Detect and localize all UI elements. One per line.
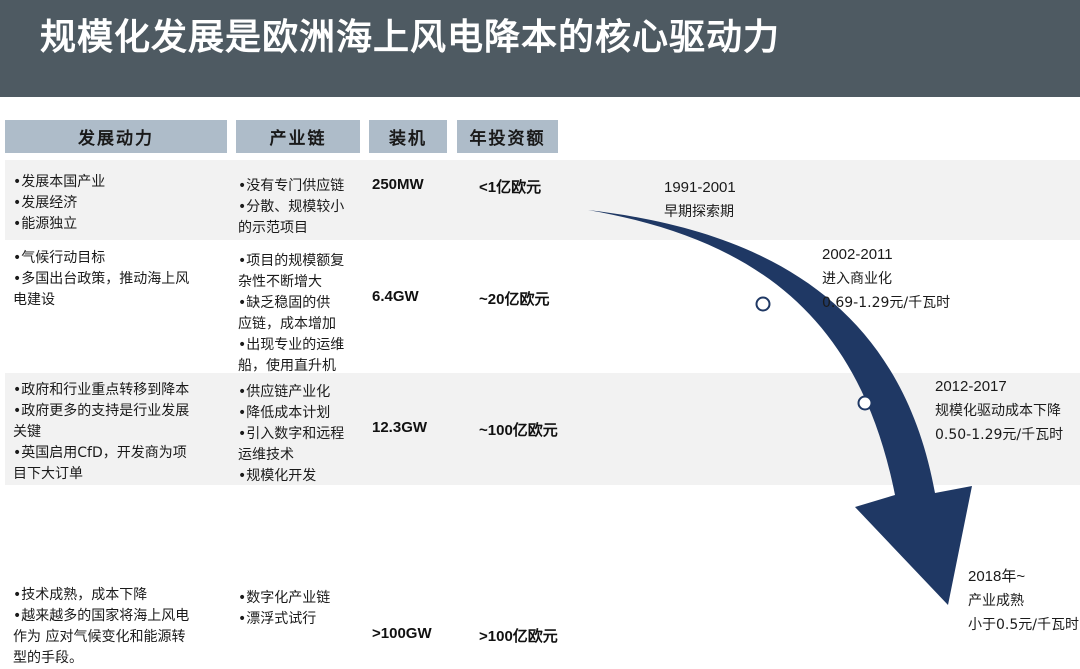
title-bar: 规模化发展是欧洲海上风电降本的核心驱动力 bbox=[0, 0, 1080, 97]
row3-supply-line: •供应链产业化 bbox=[238, 384, 331, 400]
row4-drivers: •技术成熟，成本下降 •越来越多的国家将海上风电 作为 应对气候变化和能源转 型… bbox=[13, 585, 189, 669]
row1-drivers-line: •发展经济 bbox=[13, 195, 78, 211]
header-capacity: 装机 bbox=[369, 120, 447, 153]
timeline-node-1 bbox=[755, 296, 771, 312]
row4-drivers-line: •技术成熟，成本下降 bbox=[13, 587, 148, 603]
phase-2-stage: 进入商业化 bbox=[822, 271, 892, 287]
row4-drivers-line: •越来越多的国家将海上风电 bbox=[13, 608, 190, 624]
row2-supply-line: 船，使用直升机 bbox=[238, 358, 336, 374]
phase-1: 1991-2001 早期探索期 bbox=[664, 176, 736, 224]
phase-1-years: 1991-2001 bbox=[664, 179, 736, 196]
row1-capacity: 250MW bbox=[372, 176, 424, 193]
phase-3-stage: 规模化驱动成本下降 bbox=[935, 403, 1061, 419]
row4-supply-line: •数字化产业链 bbox=[238, 590, 331, 606]
row3-supply-chain: •供应链产业化 •降低成本计划 •引入数字和远程 运维技术 •规模化开发 bbox=[238, 382, 344, 487]
phase-4-years: 2018年~ bbox=[968, 568, 1026, 585]
row1-supply-line: 的示范项目 bbox=[238, 220, 308, 236]
header-investment: 年投资额 bbox=[457, 120, 558, 153]
phase-4-cost: 小于0.5元/千瓦时 bbox=[968, 617, 1079, 633]
row3-drivers-line: 关键 bbox=[13, 424, 41, 440]
row-band-1 bbox=[5, 160, 1080, 240]
row4-drivers-line: 型的手段。 bbox=[13, 650, 83, 666]
row2-supply-line: •出现专业的运维 bbox=[238, 337, 345, 353]
phase-4: 2018年~ 产业成熟 小于0.5元/千瓦时 bbox=[968, 565, 1079, 637]
row3-supply-line: 运维技术 bbox=[238, 447, 294, 463]
row2-drivers-line: •多国出台政策，推动海上风 bbox=[13, 271, 190, 287]
row3-supply-line: •降低成本计划 bbox=[238, 405, 331, 421]
row2-drivers-line: 电建设 bbox=[13, 292, 55, 308]
cost-decline-arrow bbox=[588, 210, 972, 605]
row4-investment: >100亿欧元 bbox=[479, 628, 558, 645]
row2-drivers-line: •气候行动目标 bbox=[13, 250, 106, 266]
row1-supply-line: •没有专门供应链 bbox=[238, 178, 345, 194]
row2-investment: ~20亿欧元 bbox=[479, 291, 550, 308]
row3-drivers-line: •政府和行业重点转移到降本 bbox=[13, 382, 190, 398]
row3-capacity: 12.3GW bbox=[372, 419, 428, 436]
header-supply-chain: 产业链 bbox=[236, 120, 360, 153]
phase-2: 2002-2011 进入商业化 0.69-1.29元/千瓦时 bbox=[822, 243, 950, 315]
row2-supply-line: 应链，成本增加 bbox=[238, 316, 336, 332]
phase-1-stage: 早期探索期 bbox=[664, 204, 734, 220]
row2-drivers: •气候行动目标 •多国出台政策，推动海上风 电建设 bbox=[13, 248, 189, 311]
row3-supply-line: •规模化开发 bbox=[238, 468, 317, 484]
row2-supply-chain: •项目的规模额复 杂性不断增大 •缺乏稳固的供 应链，成本增加 •出现专业的运维… bbox=[238, 251, 344, 377]
page-title: 规模化发展是欧洲海上风电降本的核心驱动力 bbox=[40, 17, 781, 58]
header-drivers: 发展动力 bbox=[5, 120, 227, 153]
row2-supply-line: 杂性不断增大 bbox=[238, 274, 322, 290]
row3-drivers: •政府和行业重点转移到降本 •政府更多的支持是行业发展 关键 •英国启用CfD，… bbox=[13, 380, 189, 485]
row1-investment: <1亿欧元 bbox=[479, 179, 542, 196]
phase-4-stage: 产业成熟 bbox=[968, 593, 1024, 609]
row1-supply-chain: •没有专门供应链 •分散、规模较小 的示范项目 bbox=[238, 176, 344, 239]
phase-3-cost: 0.50-1.29元/千瓦时 bbox=[935, 427, 1064, 443]
phase-3-years: 2012-2017 bbox=[935, 378, 1007, 395]
row4-drivers-line: 作为 应对气候变化和能源转 bbox=[13, 629, 186, 645]
row1-drivers-line: •发展本国产业 bbox=[13, 174, 106, 190]
row2-supply-line: •项目的规模额复 bbox=[238, 253, 345, 269]
row3-drivers-line: •政府更多的支持是行业发展 bbox=[13, 403, 190, 419]
phase-2-cost: 0.69-1.29元/千瓦时 bbox=[822, 295, 951, 311]
row4-capacity: >100GW bbox=[372, 625, 432, 642]
row1-drivers-line: •能源独立 bbox=[13, 216, 78, 232]
row1-supply-line: •分散、规模较小 bbox=[238, 199, 345, 215]
phase-3: 2012-2017 规模化驱动成本下降 0.50-1.29元/千瓦时 bbox=[935, 375, 1063, 447]
phase-2-years: 2002-2011 bbox=[822, 246, 893, 263]
row3-drivers-line: •英国启用CfD，开发商为项 bbox=[13, 445, 187, 461]
row3-investment: ~100亿欧元 bbox=[479, 422, 558, 439]
row4-supply-line: •漂浮式试行 bbox=[238, 611, 317, 627]
row2-capacity: 6.4GW bbox=[372, 288, 419, 305]
row3-drivers-line: 目下大订单 bbox=[13, 466, 83, 482]
row2-supply-line: •缺乏稳固的供 bbox=[238, 295, 331, 311]
row3-supply-line: •引入数字和远程 bbox=[238, 426, 345, 442]
row1-drivers: •发展本国产业 •发展经济 •能源独立 bbox=[13, 172, 105, 235]
timeline-node-2 bbox=[857, 395, 873, 411]
row4-supply-chain: •数字化产业链 •漂浮式试行 bbox=[238, 588, 330, 630]
